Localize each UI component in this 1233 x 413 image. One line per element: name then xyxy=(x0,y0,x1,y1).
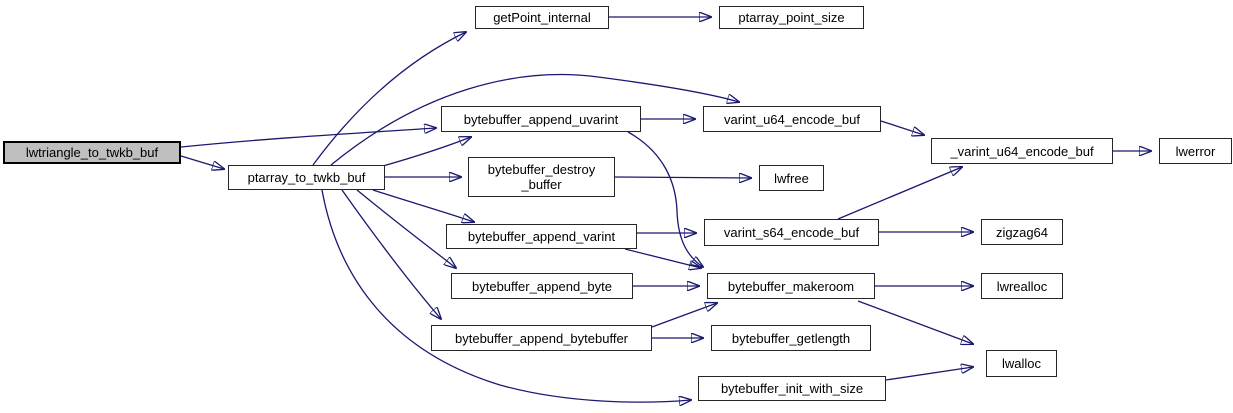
edge-varint-u64-to-underscore-varint xyxy=(880,120,924,135)
edge-lwtriangle-to-ptarray xyxy=(180,155,224,169)
node-ptarray-point-size[interactable]: ptarray_point_size xyxy=(719,6,864,29)
edge-ptarray-to-varint-u64-encode xyxy=(330,73,739,166)
edge-init-with-size-to-lwalloc xyxy=(885,367,973,381)
node-varint-u64-encode-buf[interactable]: varint_u64_encode_buf xyxy=(703,106,881,132)
node-bytebuffer-append-byte[interactable]: bytebuffer_append_byte xyxy=(451,273,633,299)
node-bytebuffer-getlength[interactable]: bytebuffer_getlength xyxy=(711,325,871,351)
node-underscore-varint-u64-encode-buf[interactable]: _varint_u64_encode_buf xyxy=(931,138,1113,164)
edge-lwtriangle-to-append-uvarint xyxy=(180,128,436,148)
node-bytebuffer-destroy-buffer[interactable]: bytebuffer_destroy _buffer xyxy=(468,157,615,197)
node-zigzag64[interactable]: zigzag64 xyxy=(981,219,1063,245)
node-bytebuffer-makeroom[interactable]: bytebuffer_makeroom xyxy=(707,273,875,299)
edge-ptarray-to-append-varint xyxy=(372,189,474,222)
node-getpoint-internal[interactable]: getPoint_internal xyxy=(475,6,609,29)
node-varint-s64-encode-buf[interactable]: varint_s64_encode_buf xyxy=(704,219,879,246)
edge-ptarray-to-getpoint-internal xyxy=(312,32,466,166)
edge-ptarray-to-append-byte xyxy=(356,189,456,268)
edge-append-bytebuffer-to-makeroom xyxy=(651,303,717,328)
node-bytebuffer-append-uvarint[interactable]: bytebuffer_append_uvarint xyxy=(441,106,641,132)
edge-append-varint-to-makeroom xyxy=(624,248,701,268)
node-bytebuffer-append-bytebuffer[interactable]: bytebuffer_append_bytebuffer xyxy=(431,325,652,351)
edge-varint-s64-to-underscore-varint xyxy=(837,167,962,220)
node-lwfree[interactable]: lwfree xyxy=(759,165,824,191)
node-lwtriangle-to-twkb-buf: lwtriangle_to_twkb_buf xyxy=(3,141,181,164)
edge-ptarray-to-append-bytebuffer xyxy=(341,189,441,319)
node-lwalloc[interactable]: lwalloc xyxy=(986,350,1057,377)
node-bytebuffer-append-varint[interactable]: bytebuffer_append_varint xyxy=(446,224,637,249)
node-ptarray-to-twkb-buf[interactable]: ptarray_to_twkb_buf xyxy=(228,165,385,190)
edge-destroy-buffer-to-lwfree xyxy=(614,177,751,178)
edge-ptarray-to-append-uvarint xyxy=(382,137,471,167)
node-lwrealloc[interactable]: lwrealloc xyxy=(981,273,1063,299)
edge-append-uvarint-to-makeroom xyxy=(627,131,703,267)
node-bytebuffer-init-with-size[interactable]: bytebuffer_init_with_size xyxy=(698,376,886,401)
edge-ptarray-to-init-with-size xyxy=(321,189,691,402)
edge-makeroom-to-lwalloc xyxy=(857,300,973,344)
node-lwerror[interactable]: lwerror xyxy=(1159,138,1232,164)
